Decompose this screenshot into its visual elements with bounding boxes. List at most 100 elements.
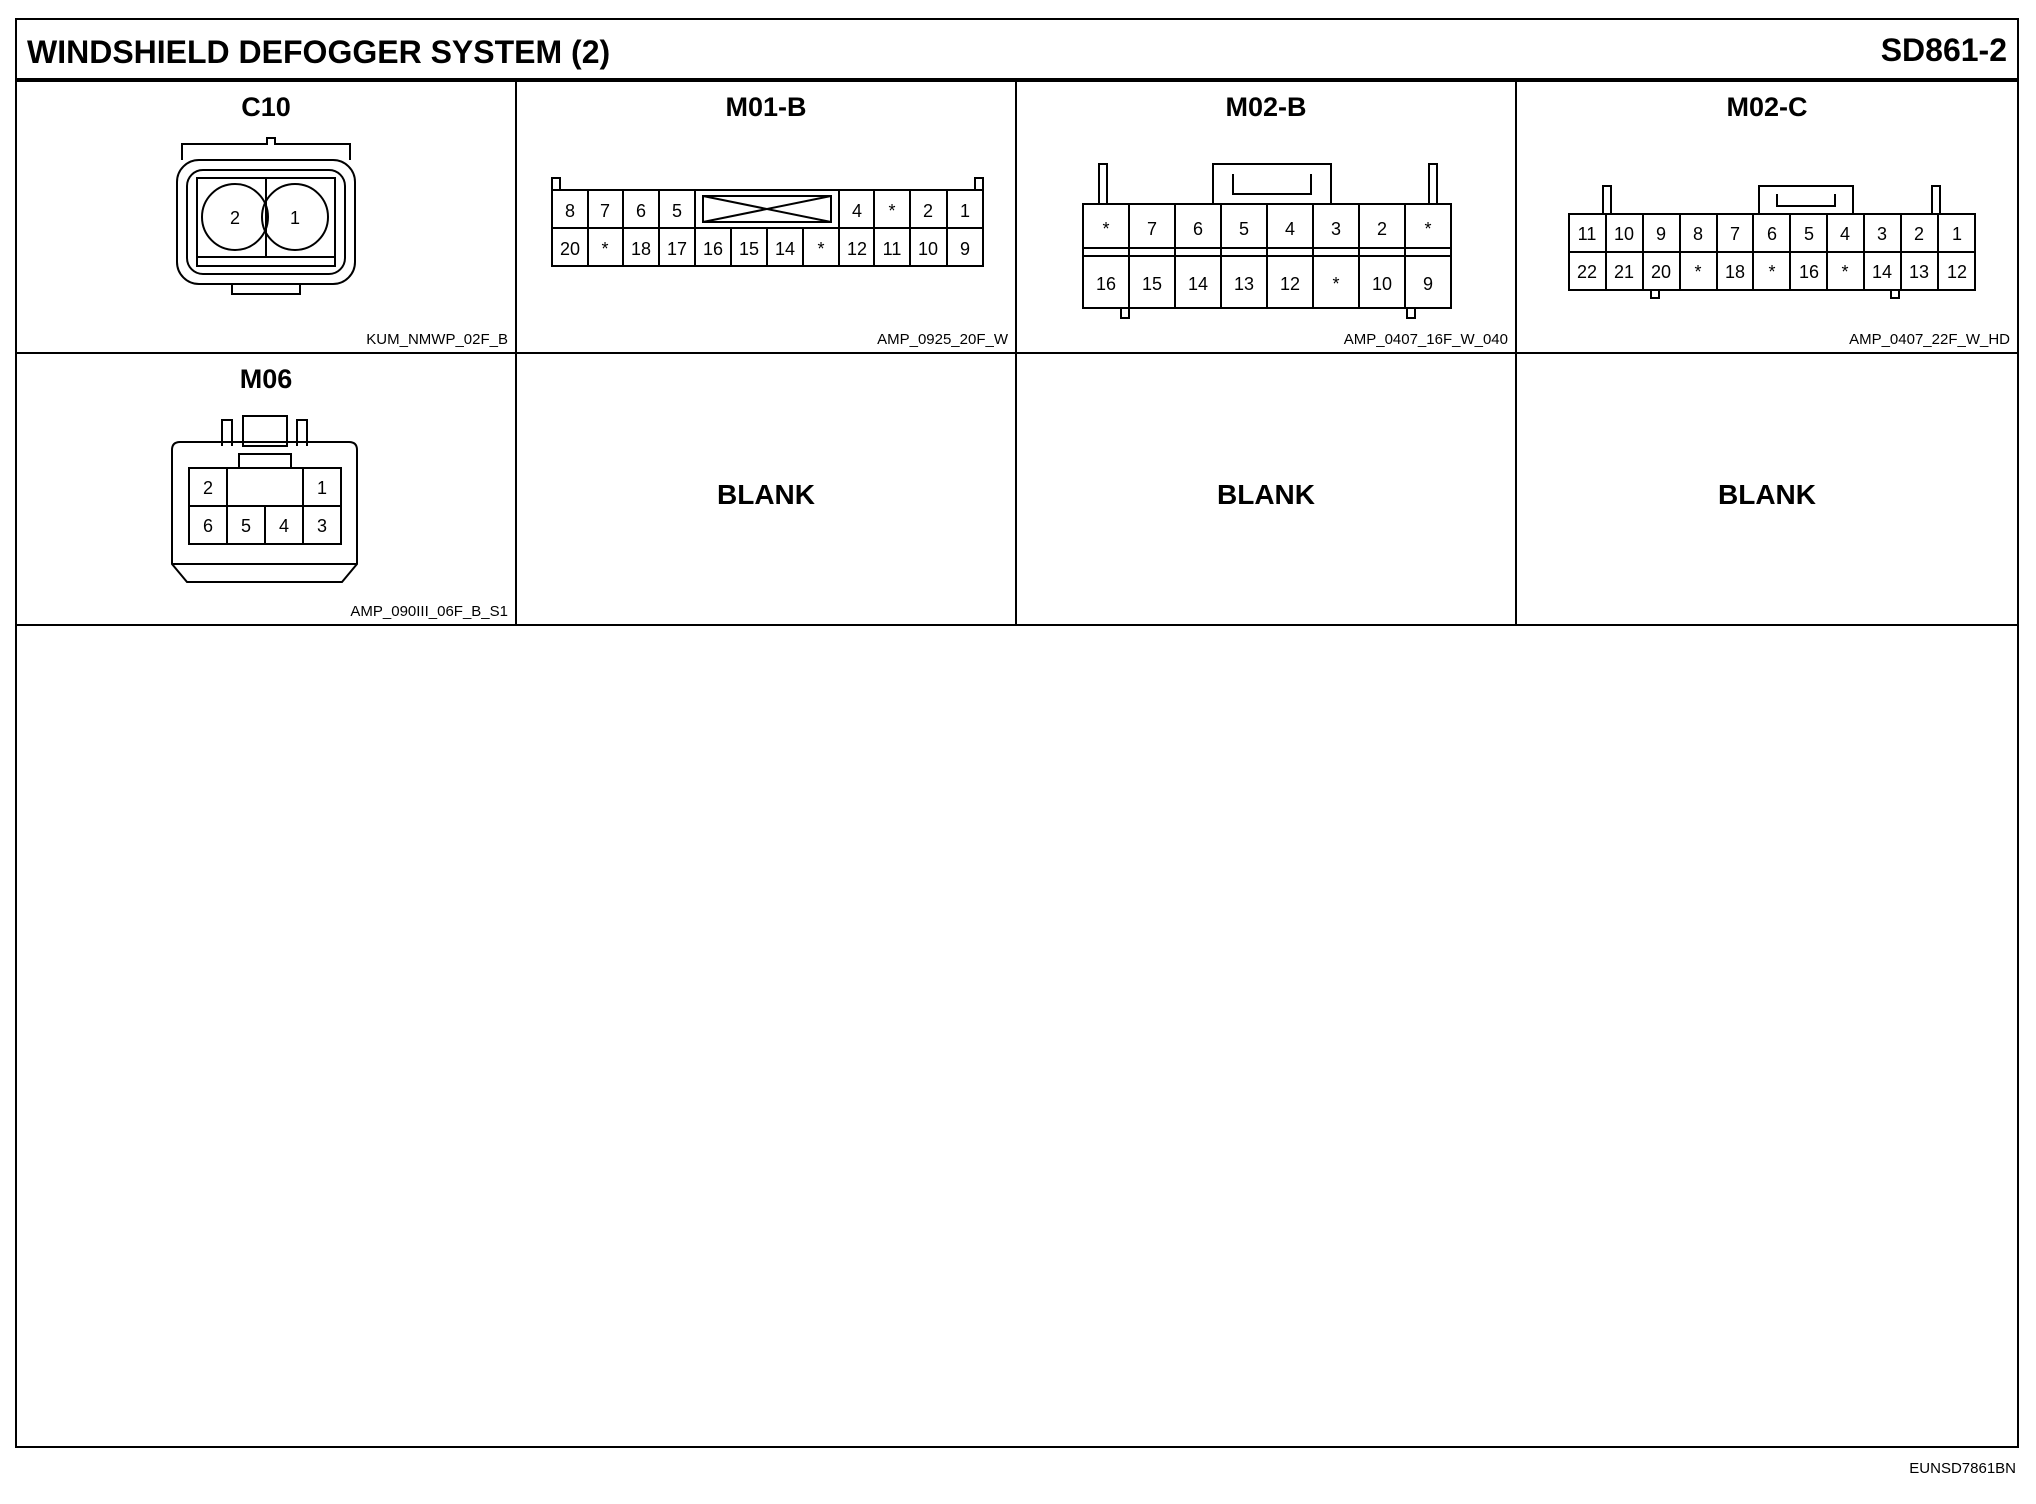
connector-cell-c10: C10 2 1 KUM_NMWP_02F_B [17, 82, 517, 354]
blank-cell: BLANK [1017, 354, 1517, 626]
pin-label: 16 [1096, 274, 1116, 294]
pin-label: 6 [1767, 224, 1777, 244]
pin-label: 11 [883, 239, 902, 259]
connector-part-code: AMP_0925_20F_W [877, 331, 1008, 348]
pin-label: 5 [1239, 219, 1249, 239]
connector-cell-m01b: M01-B [517, 82, 1017, 354]
page-header: WINDSHIELD DEFOGGER SYSTEM (2) SD861-2 [17, 20, 2017, 82]
blank-label: BLANK [1217, 479, 1315, 510]
connector-part-code: KUM_NMWP_02F_B [366, 331, 508, 348]
pin-label: 12 [847, 239, 867, 259]
pin-label: 10 [918, 239, 938, 259]
connector-m01b-drawing: 8 7 6 5 4 * 2 1 20 * 18 17 16 15 14 * 12… [551, 177, 984, 267]
blank-label: BLANK [717, 479, 815, 510]
pin-label: * [817, 239, 824, 259]
pin-label: 1 [1952, 224, 1962, 244]
pin-label: 6 [1193, 219, 1203, 239]
page-code: SD861-2 [1880, 32, 2007, 68]
pin-label: 6 [636, 201, 646, 221]
pin-label: 15 [739, 239, 759, 259]
pin-label: 20 [560, 239, 580, 259]
pin-label: 8 [565, 201, 575, 221]
pin-label: 7 [1147, 219, 1157, 239]
pin-label: 4 [1285, 219, 1295, 239]
pin-label: 2 [230, 208, 240, 228]
pin-label: 7 [1730, 224, 1740, 244]
pin-1 [261, 183, 329, 251]
pin-label: 9 [1656, 224, 1666, 244]
connector-m02c-pins: 11 10 9 8 7 6 5 4 3 2 1 22 21 20 * 18 * … [1577, 224, 1967, 282]
pin-label: 18 [631, 239, 651, 259]
pin-label: 2 [923, 201, 933, 221]
pin-label: 3 [317, 516, 327, 536]
connector-part-code: AMP_0407_22F_W_HD [1849, 331, 2010, 348]
blank-cell: BLANK [1517, 354, 2017, 626]
pin-label: 11 [1578, 224, 1597, 244]
pin-label: 12 [1947, 262, 1967, 282]
pin-label: * [1694, 262, 1701, 282]
pin-label: 18 [1725, 262, 1745, 282]
pin-label: 9 [1423, 274, 1433, 294]
connector-name: C10 [241, 92, 291, 122]
connector-c10-pins: 2 1 [201, 183, 329, 251]
pin-label: 6 [203, 516, 213, 536]
connector-m06-drawing: 2 1 6 5 4 3 [171, 415, 358, 583]
pin-label: * [888, 201, 895, 221]
pin-label: 14 [1872, 262, 1892, 282]
pin-label: 14 [775, 239, 795, 259]
pin-label: * [1768, 262, 1775, 282]
connector-cell-m02b: M02-B * [1017, 82, 1517, 354]
m02b-grid [1128, 204, 1406, 308]
connector-name: M06 [239, 364, 293, 394]
pin-label: 15 [1142, 274, 1162, 294]
connector-cell-m02c: M02-C [1517, 82, 2017, 354]
pin-label: 14 [1188, 274, 1208, 294]
m02c-grid [1605, 214, 1939, 290]
pin-label: 16 [703, 239, 723, 259]
pin-label: 5 [672, 201, 682, 221]
pin-label: * [1841, 262, 1848, 282]
pin-label: * [1332, 274, 1339, 294]
connector-name: M01-B [725, 92, 807, 122]
pin-label: 7 [600, 201, 610, 221]
pin-label: 13 [1234, 274, 1254, 294]
pin-label: 8 [1693, 224, 1703, 244]
pin-label: 5 [241, 516, 251, 536]
pin-label: 17 [667, 239, 687, 259]
pin-label: 13 [1909, 262, 1929, 282]
pin-label: 10 [1614, 224, 1634, 244]
pin-label: 1 [290, 208, 300, 228]
pin-label: 3 [1877, 224, 1887, 244]
pin-label: * [1102, 219, 1109, 239]
pin-label: 1 [960, 201, 970, 221]
connector-m02c-drawing: 11 10 9 8 7 6 5 4 3 2 1 22 21 20 * 18 * … [1568, 185, 1976, 299]
pin-label: 9 [960, 239, 970, 259]
pin-label: * [601, 239, 608, 259]
connector-name: M02-C [1726, 92, 1808, 122]
pin-label: 3 [1331, 219, 1341, 239]
connector-c10-drawing: 2 1 [176, 137, 356, 295]
connector-part-code: AMP_0407_16F_W_040 [1343, 331, 1508, 348]
pin-label: 2 [1377, 219, 1387, 239]
connector-part-code: AMP_090III_06F_B_S1 [350, 603, 508, 620]
connector-m01b-pins: 8 7 6 5 4 * 2 1 20 * 18 17 16 15 14 * 12… [560, 201, 970, 259]
blank-label: BLANK [1718, 479, 1816, 510]
pin-label: 5 [1804, 224, 1814, 244]
pin-label: 10 [1372, 274, 1392, 294]
pin-label: 16 [1799, 262, 1819, 282]
page-title: WINDSHIELD DEFOGGER SYSTEM (2) [27, 34, 611, 70]
blank-cell: BLANK [517, 354, 1017, 626]
footer-code: EUNSD7861BN [1909, 1460, 2016, 1477]
pin-label: 12 [1280, 274, 1300, 294]
pin-label: 4 [279, 516, 289, 536]
pin-label: 21 [1614, 262, 1634, 282]
connector-m02b-drawing: * 7 6 5 4 3 2 * 16 15 14 13 12 * 10 9 [1082, 163, 1452, 319]
connector-cell-m06: M06 2 1 6 5 4 3 [17, 354, 517, 626]
diagram-sheet: WINDSHIELD DEFOGGER SYSTEM (2) SD861-2 C… [15, 18, 2019, 1448]
pin-label: 1 [317, 478, 327, 498]
pin-label: 22 [1577, 262, 1597, 282]
pin-label: 2 [1914, 224, 1924, 244]
pin-2 [201, 183, 269, 251]
pin-label: 2 [203, 478, 213, 498]
pin-label: 4 [1840, 224, 1850, 244]
